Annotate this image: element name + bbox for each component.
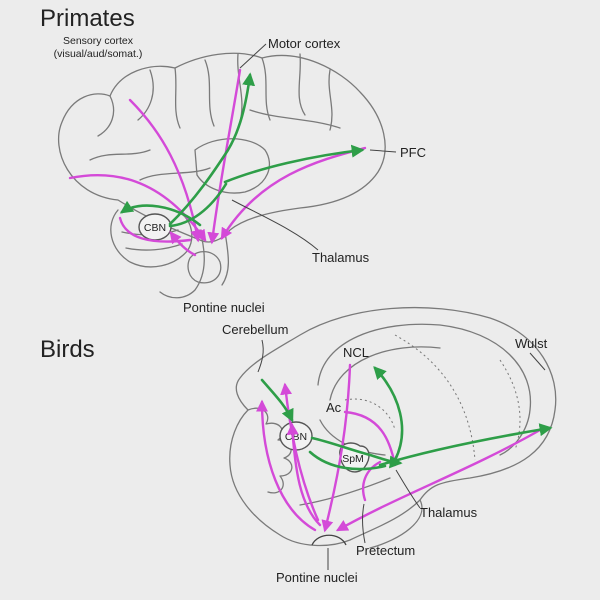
cerebellum-label: Cerebellum bbox=[222, 322, 288, 337]
bird-thalamus-label: Thalamus bbox=[420, 505, 478, 520]
motor-cortex-label: Motor cortex bbox=[268, 36, 341, 51]
bird-brainstem-outline bbox=[299, 477, 423, 549]
bird-pathway-spm-loop bbox=[308, 450, 387, 471]
primate-pontine-nuclei-label: Pontine nuclei bbox=[183, 300, 265, 315]
primate-brain-outline bbox=[57, 52, 386, 243]
pretectum-leader bbox=[362, 503, 366, 544]
primate-pathway-cbn-to-motor bbox=[168, 72, 256, 226]
primate-thalamus-label: Thalamus bbox=[312, 250, 370, 265]
bird-pathway-thalamus-to-wulst bbox=[378, 423, 553, 467]
ac-label: Ac bbox=[326, 400, 342, 415]
primate-cbn-label: CBN bbox=[144, 222, 166, 234]
bird-pathway-pretectum-loop bbox=[361, 460, 382, 502]
sensory-cortex-sublabel: (visual/aud/somat.) bbox=[54, 48, 143, 60]
primate-pathway-pons-to-cbn bbox=[169, 231, 197, 257]
primate-thalamus-leader bbox=[231, 199, 319, 251]
primates-title: Primates bbox=[40, 5, 135, 32]
primate-pathway-motor-to-pons bbox=[207, 68, 242, 245]
bird-telencephalon-contour bbox=[317, 323, 532, 456]
motor-cortex-leader bbox=[239, 43, 267, 69]
bird-dashed-boundary-1 bbox=[394, 334, 476, 461]
pfc-leader bbox=[369, 149, 397, 153]
bird-cerebellum-folia bbox=[247, 407, 293, 494]
pfc-label: PFC bbox=[400, 145, 426, 160]
bird-pathway-pons-to-cerebellum bbox=[256, 399, 317, 532]
primate-gyri-folds bbox=[89, 53, 341, 181]
birds-title: Birds bbox=[40, 336, 95, 363]
bird-pathway-thalamus-to-ncl bbox=[373, 366, 404, 462]
bird-pathway-wulst-to-pons bbox=[335, 428, 542, 532]
cerebellum-leader bbox=[257, 339, 264, 373]
bird-dashed-boundary-2 bbox=[344, 398, 396, 431]
pretectum-label: Pretectum bbox=[356, 543, 415, 558]
sensory-cortex-label: Sensory cortex bbox=[63, 35, 134, 47]
primate-pathway-lower-arc bbox=[118, 216, 192, 243]
wulst-label: Wulst bbox=[515, 336, 548, 351]
bird-cbn-label: CBN bbox=[285, 431, 307, 443]
bird-spm-label: SpM bbox=[342, 453, 364, 465]
bird-thalamus-leader bbox=[395, 469, 421, 509]
bird-pathway-pons-to-folia bbox=[280, 382, 320, 522]
ncl-label: NCL bbox=[343, 345, 369, 360]
primate-diagram: Primates Sensory cortex (visual/aud/soma… bbox=[40, 5, 426, 315]
bird-spm-nucleus bbox=[339, 442, 370, 473]
bird-brain-outline bbox=[229, 306, 557, 547]
primate-pathway-cbn-thalamus bbox=[168, 182, 228, 228]
wulst-leader bbox=[529, 352, 546, 371]
bird-pontine-nuclei-shape bbox=[311, 534, 347, 546]
bird-pontine-nuclei-label: Pontine nuclei bbox=[276, 570, 358, 585]
primate-pons-outline bbox=[187, 251, 222, 284]
bird-pathway-cerebellum-to-cbn bbox=[260, 378, 294, 423]
primate-pathway-thalamus-to-pfc bbox=[223, 144, 365, 184]
primate-thalamus-outline bbox=[194, 138, 270, 194]
bird-diagram: Birds CBN SpM Ce bbox=[40, 306, 557, 585]
